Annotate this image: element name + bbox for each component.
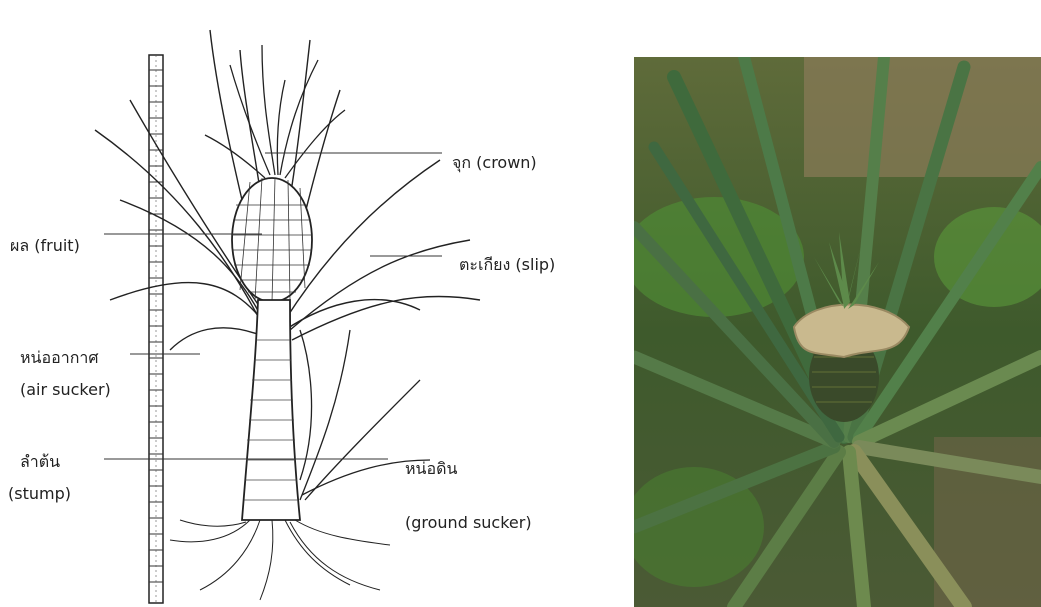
label-crown: จุก (crown) — [452, 153, 537, 173]
pineapple-plant-diagram — [0, 0, 630, 607]
fruit — [232, 178, 312, 302]
stump — [242, 300, 300, 520]
crown — [205, 45, 345, 178]
label-stump-th: ลำต้น — [20, 452, 60, 472]
label-air-sucker-th: หน่ออากาศ — [20, 348, 99, 368]
label-air-sucker-en: (air sucker) — [20, 380, 111, 400]
label-stump-en: (stump) — [8, 484, 71, 504]
roots — [170, 520, 390, 600]
label-ground-sucker-en: (ground sucker) — [405, 513, 532, 533]
label-fruit: ผล (fruit) — [10, 236, 80, 256]
label-slip: ตะเกียง (slip) — [459, 255, 555, 275]
label-ground-sucker-th: หน่อดิน — [405, 459, 457, 479]
pineapple-photo — [634, 57, 1041, 607]
